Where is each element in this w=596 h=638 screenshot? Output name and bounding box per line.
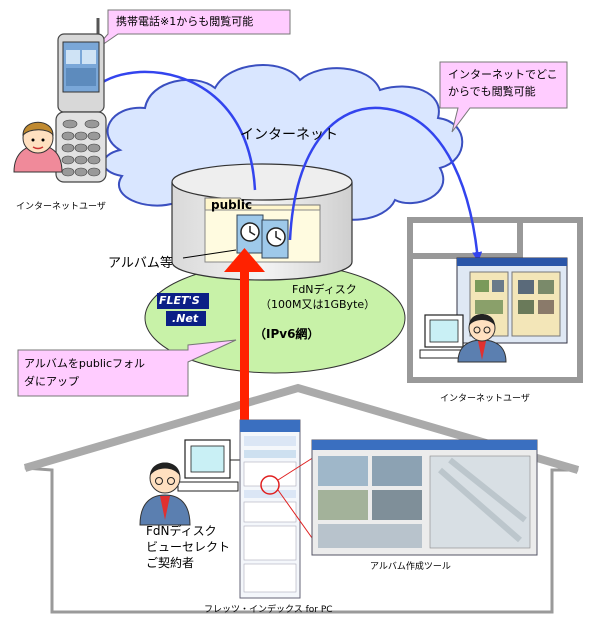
callout-mobile-text: 携帯電話※1からも閲覧可能 <box>116 15 254 28</box>
callout-anywhere-line1: インターネットでどこ <box>448 68 558 81</box>
callout-anywhere <box>439 61 568 133</box>
subscriber-person-icon <box>139 462 191 526</box>
fdn-disk-label-line2: （100M又は1GByte） <box>260 298 376 311</box>
flets-net-logo <box>157 293 209 326</box>
album-tool-window <box>311 439 538 556</box>
callout-upload-line1: アルバムをpublicフォル <box>24 357 145 370</box>
right-user-pc-icon <box>419 314 469 359</box>
flets-index-panel <box>239 419 301 599</box>
arrow-to-right-user <box>288 106 483 262</box>
public-folder-label: public <box>211 198 253 212</box>
subscriber-label-line3: ご契約者 <box>146 556 195 570</box>
album-pointer-line <box>182 249 237 259</box>
right-user-label: インターネットユーザ <box>440 394 530 404</box>
callout-anywhere-line2: からでも閲覧可能 <box>448 85 536 98</box>
left-user-person-icon <box>13 121 63 173</box>
internet-label: インターネット <box>240 127 338 143</box>
callout-upload <box>17 339 237 397</box>
subscriber-pc-icon <box>177 439 243 492</box>
callout-upload-line2: ダにアップ <box>24 375 79 388</box>
left-user-label: インターネットユーザ <box>16 202 106 212</box>
right-user-person-icon <box>457 314 507 363</box>
flets-index-label: フレッツ・インデックス for PC <box>204 605 333 615</box>
subscriber-label-line2: ビューセレクト <box>146 540 231 554</box>
flets-logo-bottom-text: .Net <box>172 312 199 325</box>
callout-mobile <box>91 9 291 53</box>
album-tool-highlight-circle <box>260 475 280 495</box>
fdn-disk-label-line1: FdNディスク <box>292 283 357 296</box>
ipv6-label: （IPv6網） <box>254 327 320 341</box>
subscriber-label-line1: FdNディスク <box>146 524 217 538</box>
upload-arrow <box>224 248 265 432</box>
album-etc-label: アルバム等 <box>108 256 173 271</box>
album-tool-label: アルバム作成ツール <box>370 562 451 572</box>
mobile-phone-icon <box>55 18 107 183</box>
flets-logo-top-text: FLET'S <box>159 294 200 307</box>
